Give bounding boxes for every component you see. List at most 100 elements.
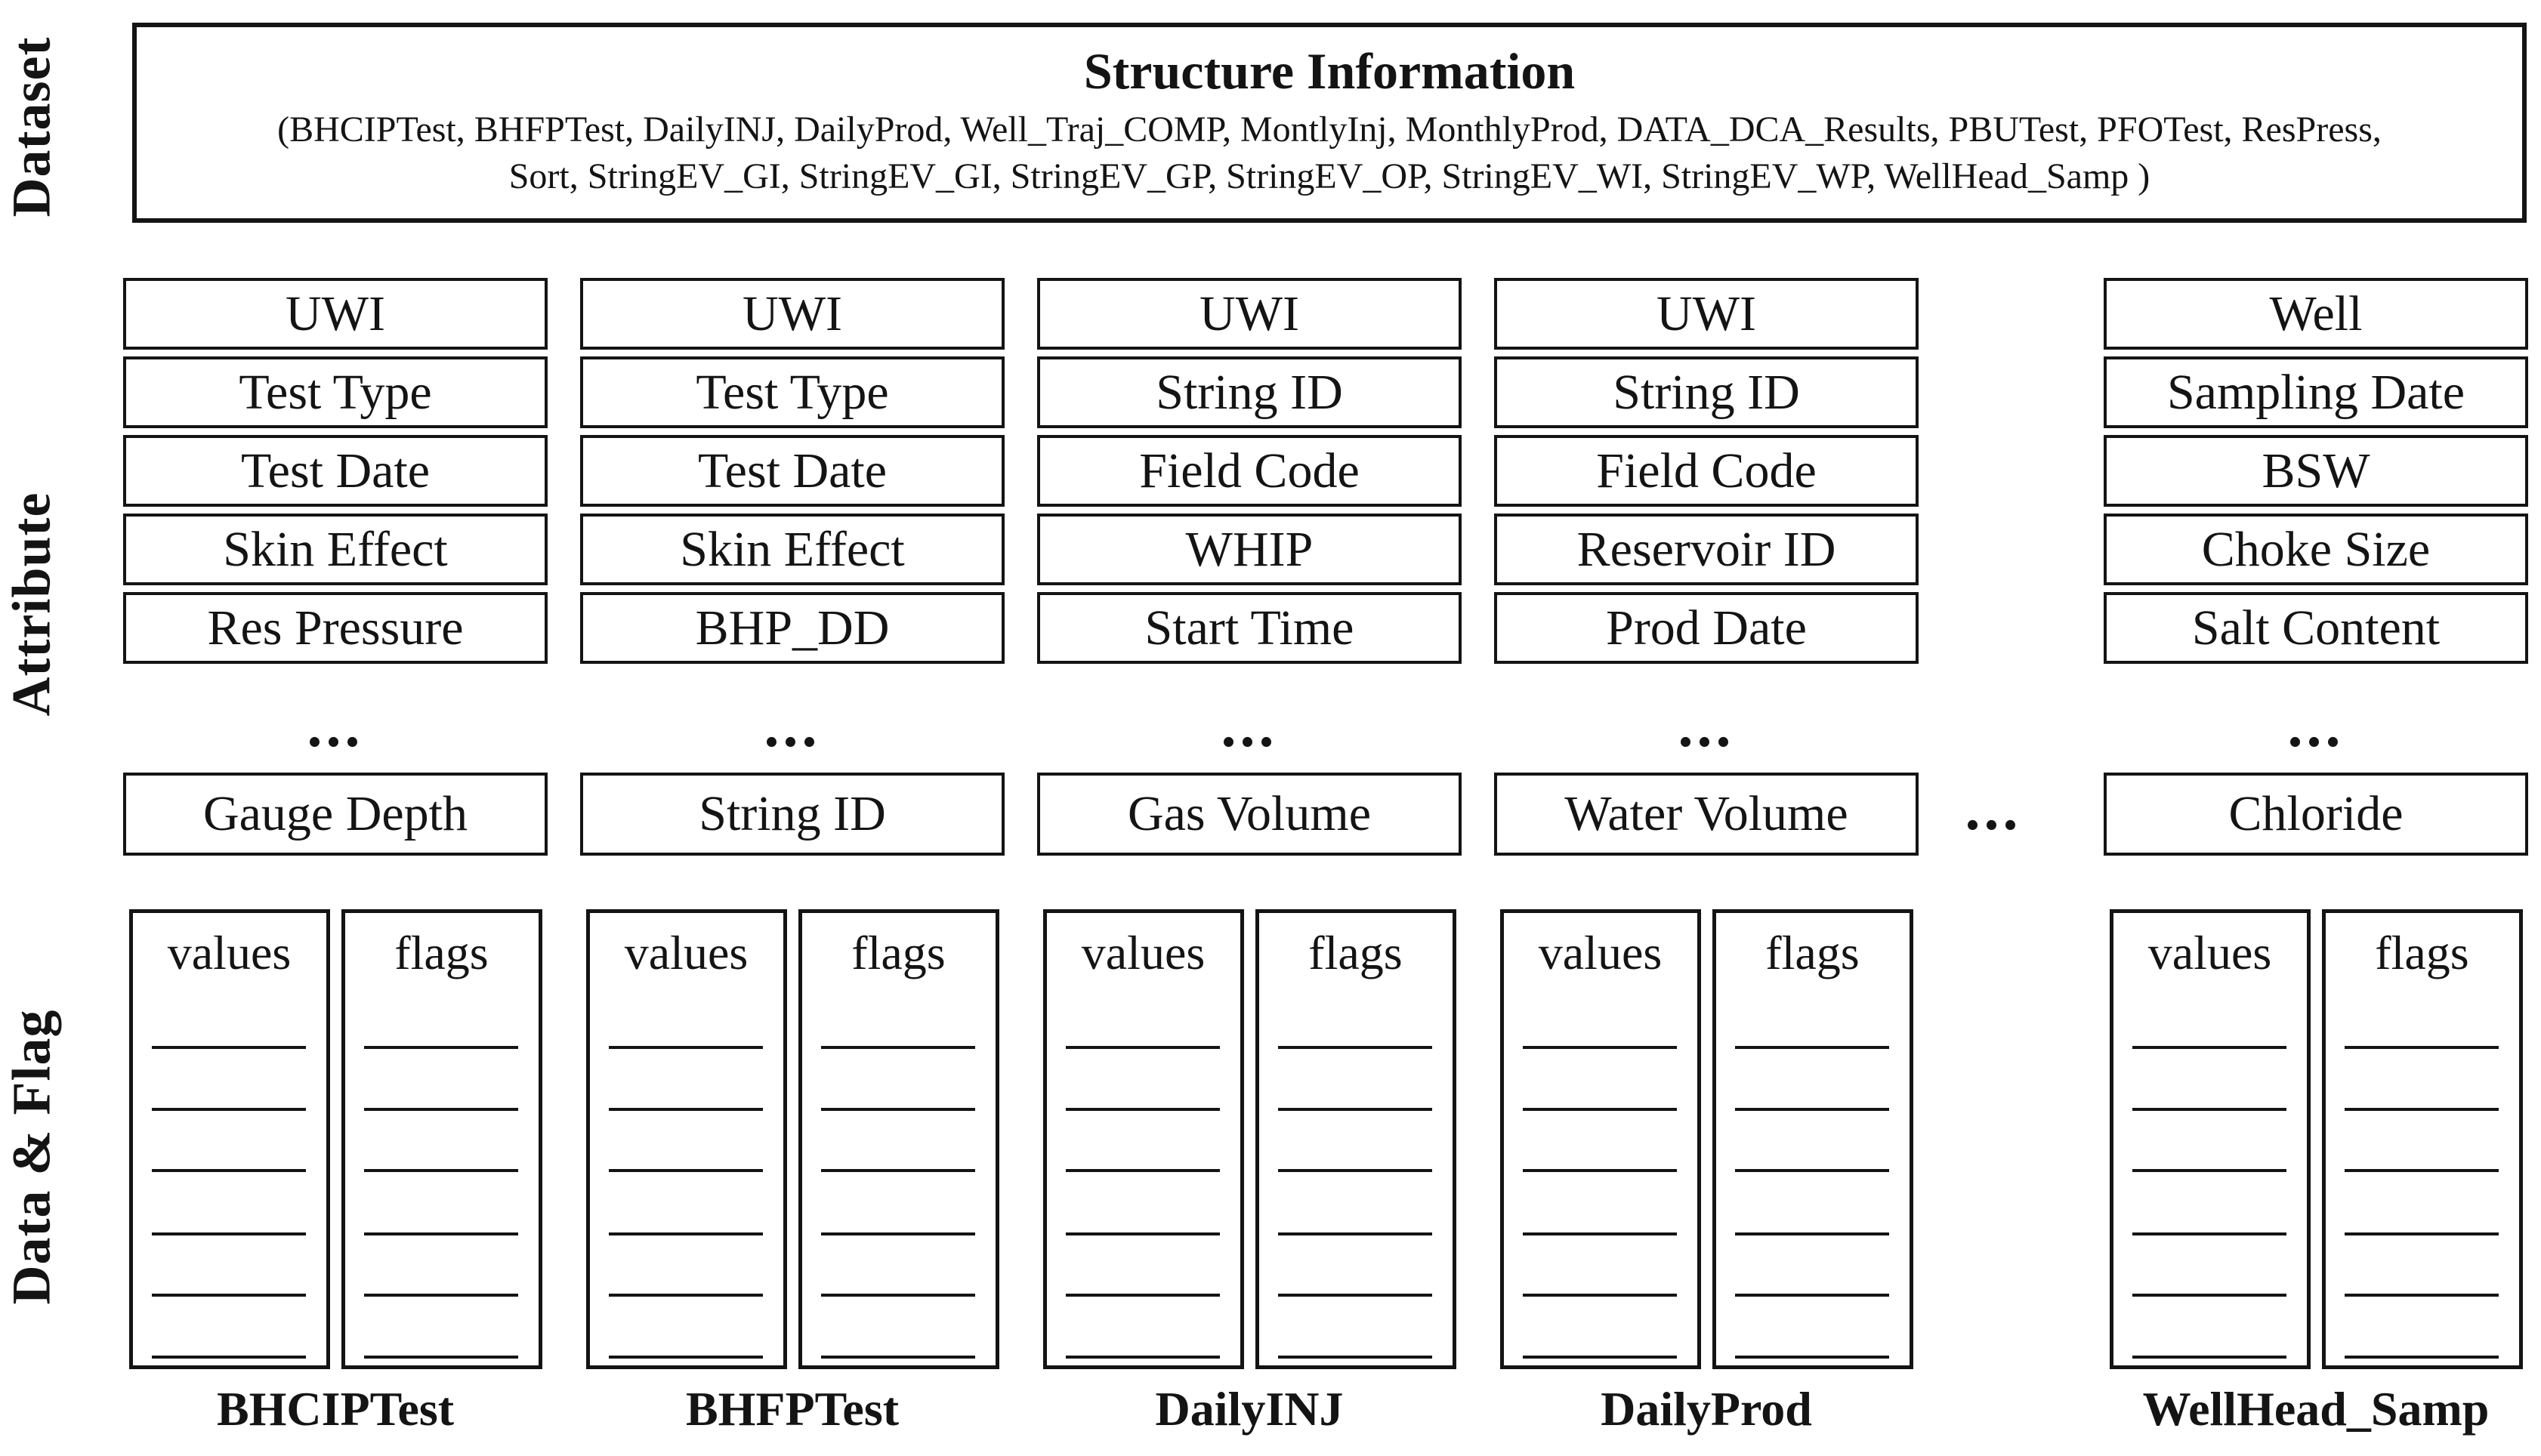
values-blank-rows: [1047, 913, 1240, 1365]
values-blank-rows: [133, 913, 326, 1365]
values-header: values: [1081, 926, 1206, 979]
blank-row-line: [2344, 1046, 2499, 1049]
blank-row-line: [608, 1169, 763, 1172]
flags-blank-rows: [1259, 913, 1453, 1365]
blank-row-line: [1734, 1232, 1889, 1235]
blank-row-line: [1522, 1169, 1677, 1172]
blank-row-line: [1065, 1108, 1220, 1111]
flags-header: flags: [2375, 926, 2469, 979]
flags-blank-rows: [802, 913, 996, 1365]
values-header: values: [2147, 926, 2272, 979]
attribute-box: Test Date: [123, 435, 548, 507]
blank-row-line: [2344, 1356, 2499, 1359]
attribute-box: Choke Size: [2104, 514, 2528, 585]
blank-row-line: [2344, 1294, 2499, 1297]
blank-row-line: [1277, 1294, 1432, 1297]
attribute-ellipsis: ...: [1221, 693, 1278, 760]
blank-row-line: [151, 1356, 306, 1359]
blank-row-line: [608, 1294, 763, 1297]
blank-row-line: [1277, 1356, 1432, 1359]
blank-row-line: [1734, 1294, 1889, 1297]
attribute-box: BSW: [2104, 435, 2528, 507]
table-name-label: BHCIPTest: [216, 1382, 455, 1436]
attribute-box: Skin Effect: [123, 514, 548, 585]
flags-header: flags: [1308, 926, 1403, 979]
table-name-label: BHFPTest: [685, 1382, 900, 1436]
flags-box: flags: [1712, 909, 1913, 1369]
blank-row-line: [363, 1046, 518, 1049]
attribute-box-last: String ID: [580, 773, 1005, 856]
blank-row-line: [820, 1169, 975, 1172]
attribute-ellipsis: ...: [1678, 693, 1735, 760]
attribute-box: BHP_DD: [580, 592, 1005, 664]
blank-row-line: [1522, 1294, 1677, 1297]
blank-row-line: [363, 1169, 518, 1172]
blank-row-line: [1522, 1108, 1677, 1111]
blank-row-line: [2132, 1169, 2286, 1172]
blank-row-line: [1734, 1046, 1889, 1049]
blank-row-line: [2344, 1108, 2499, 1111]
values-box: values: [2109, 909, 2311, 1369]
blank-row-line: [1734, 1108, 1889, 1111]
blank-row-line: [608, 1356, 763, 1359]
attribute-box: String ID: [1494, 356, 1919, 428]
blank-row-line: [2132, 1046, 2286, 1049]
attribute-box: Res Pressure: [123, 592, 548, 664]
blank-row-line: [363, 1294, 518, 1297]
attribute-ellipsis: ...: [2287, 693, 2345, 760]
more-tables-ellipsis: ...: [1965, 776, 2022, 843]
attribute-box: Reservoir ID: [1494, 514, 1919, 585]
values-blank-rows: [1504, 913, 1697, 1365]
blank-row-line: [1734, 1356, 1889, 1359]
blank-row-line: [363, 1356, 518, 1359]
attribute-box: Prod Date: [1494, 592, 1919, 664]
blank-row-line: [151, 1108, 306, 1111]
values-blank-rows: [2113, 913, 2307, 1365]
values-flags-pair: values flags: [1494, 909, 1919, 1369]
attribute-box: Skin Effect: [580, 514, 1005, 585]
attribute-box: UWI: [580, 278, 1005, 350]
blank-row-line: [151, 1046, 306, 1049]
values-box: values: [128, 909, 330, 1369]
attribute-box: UWI: [123, 278, 548, 350]
structure-dataset-list-line2: Sort, StringEV_GI, StringEV_GI, StringEV…: [508, 156, 2150, 197]
blank-row-line: [820, 1294, 975, 1297]
attribute-box: Salt Content: [2104, 592, 2528, 664]
blank-row-line: [1277, 1046, 1432, 1049]
blank-row-line: [1277, 1169, 1432, 1172]
attribute-box-last: Chloride: [2104, 773, 2528, 856]
blank-row-line: [151, 1294, 306, 1297]
attribute-box: UWI: [1494, 278, 1919, 350]
values-header: values: [167, 926, 292, 979]
flags-header: flags: [851, 926, 946, 979]
values-header: values: [624, 926, 749, 979]
blank-row-line: [1522, 1356, 1677, 1359]
blank-row-line: [1277, 1108, 1432, 1111]
blank-row-line: [2132, 1294, 2286, 1297]
attribute-box: Test Type: [580, 356, 1005, 428]
flags-box: flags: [1255, 909, 1456, 1369]
values-header: values: [1538, 926, 1663, 979]
blank-row-line: [2132, 1356, 2286, 1359]
attribute-box: Start Time: [1037, 592, 1462, 664]
flags-header: flags: [394, 926, 489, 979]
blank-row-line: [1734, 1169, 1889, 1172]
values-flags-pair: values flags: [1037, 909, 1462, 1369]
structure-title: Structure Information: [1083, 42, 1576, 100]
blank-row-line: [1065, 1046, 1220, 1049]
values-box: values: [1499, 909, 1701, 1369]
blank-row-line: [363, 1232, 518, 1235]
attribute-box: Sampling Date: [2104, 356, 2528, 428]
table-name-label: DailyINJ: [1155, 1382, 1344, 1436]
blank-row-line: [2132, 1232, 2286, 1235]
blank-row-line: [2344, 1169, 2499, 1172]
flags-box: flags: [341, 909, 542, 1369]
flags-blank-rows: [2326, 913, 2519, 1365]
